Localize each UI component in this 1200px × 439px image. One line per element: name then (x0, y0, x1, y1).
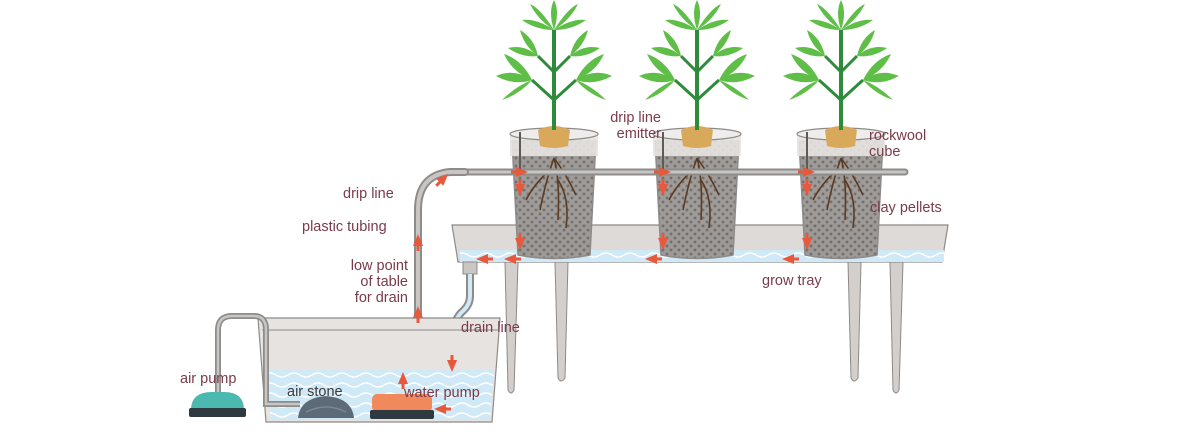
flow-arrow (654, 167, 671, 177)
drip-line-emitter-label: drip line emitter (610, 110, 661, 142)
flow-arrow (515, 233, 525, 250)
drip-line-label: drip line (343, 186, 394, 202)
air-stone (298, 396, 354, 418)
flow-arrow (504, 254, 521, 264)
flow-arrow (658, 179, 668, 196)
rockwool-cube-label: rockwool cube (869, 128, 927, 160)
air-pump-label: air pump (180, 371, 237, 387)
flow-arrow (515, 179, 525, 196)
flow-arrow (413, 306, 423, 323)
clay-pellets-label: clay pellets (870, 200, 942, 216)
flow-arrow (476, 254, 493, 264)
flow-arrow (398, 372, 408, 389)
air-line (215, 313, 300, 407)
air-pump (189, 392, 246, 417)
flow-arrow (802, 179, 812, 196)
drain-line-label: drain line (461, 320, 520, 336)
flow-arrow (434, 404, 451, 414)
water-pump (370, 394, 434, 419)
grow-tray-label: grow tray (762, 273, 822, 289)
water-pump-label: water pump (404, 385, 480, 401)
flow-arrow (798, 167, 815, 177)
plastic-tubing-label: plastic tubing (302, 219, 387, 235)
flow-arrows (398, 167, 815, 414)
drip-line (455, 132, 909, 176)
flow-arrow (782, 254, 799, 264)
flow-arrow (645, 254, 662, 264)
flow-arrow (658, 233, 668, 250)
low-point-label: low point of table for drain (350, 258, 408, 306)
flow-arrow (435, 173, 449, 187)
flow-arrow (447, 355, 457, 372)
flow-arrow (802, 233, 812, 250)
flow-arrow (511, 167, 528, 177)
flow-arrow (413, 234, 423, 251)
air-stone-label: air stone (287, 384, 343, 400)
